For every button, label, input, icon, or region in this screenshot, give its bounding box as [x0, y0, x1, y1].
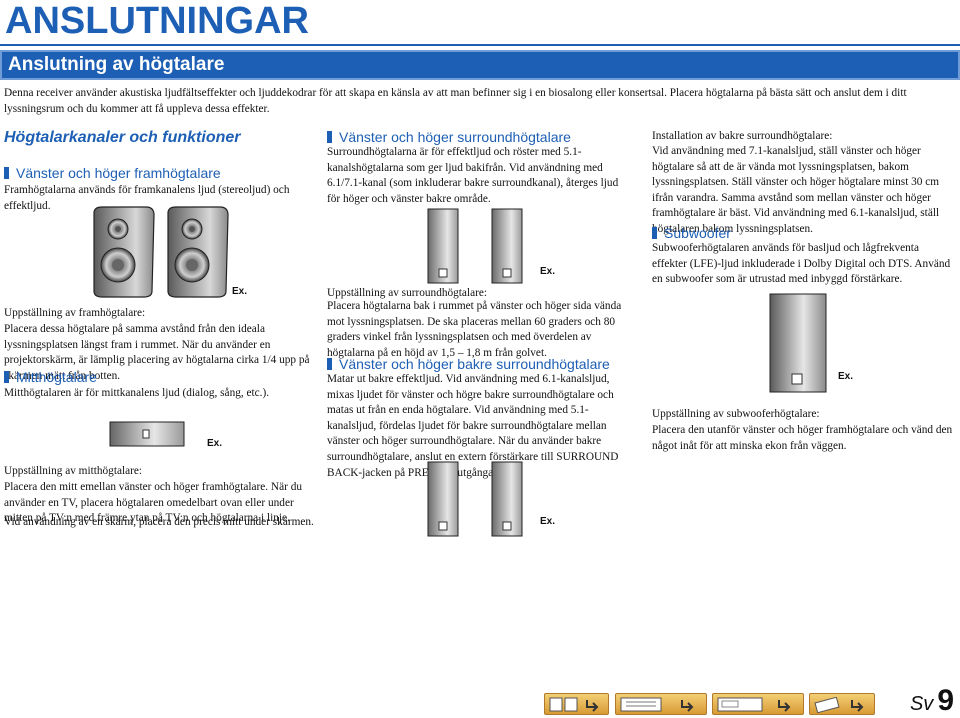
back-speakers-illustration [427, 461, 523, 537]
center-speaker-illustration [109, 421, 185, 447]
surround-speakers-heading: Vänster och höger surroundhögtalare [327, 129, 571, 145]
section-banner-title: Anslutning av högtalare [8, 54, 225, 75]
nav-button-remote[interactable] [615, 693, 707, 715]
subwoofer-illustration [769, 293, 827, 393]
center-screen-text: Vid användning av en skärm, placera den … [4, 516, 314, 528]
front-speakers-heading: Vänster och höger framhögtalare [4, 165, 221, 181]
title-rule [0, 44, 960, 46]
front-speakers-illustration [93, 206, 229, 298]
heading-bar-icon [4, 167, 9, 179]
subwoofer-ex-label: Ex. [838, 371, 854, 382]
center-speaker-ex-label: Ex. [207, 438, 223, 449]
surround-speakers-illustration [427, 208, 523, 284]
surround-speakers-ex-label: Ex. [540, 266, 556, 277]
heading-bar-icon [4, 371, 9, 383]
receiver-front-nav-icon [717, 697, 791, 712]
front-speakers-ex-label: Ex. [232, 286, 248, 297]
nav-button-document[interactable] [544, 693, 609, 715]
surround-setup-text: Placera högtalarna bak i rummet på vänst… [327, 300, 622, 359]
center-speaker-heading: Mitthögtalare [4, 369, 97, 385]
back-speakers-ex-label: Ex. [540, 516, 556, 527]
surround-speakers-body: Surroundhögtalarna är för effektljud och… [327, 146, 619, 205]
back-install-label: Installation av bakre surroundhögtalare: [652, 130, 833, 142]
heading-bar-icon [327, 131, 332, 143]
page-title: ANSLUTNINGAR [5, 0, 309, 42]
nav-button-receiver-front[interactable] [712, 693, 804, 715]
page-number-value: 9 [937, 684, 954, 717]
intro-paragraph: Denna receiver använder akustiska ljudfä… [4, 87, 907, 115]
nav-button-remote-control[interactable] [809, 693, 875, 715]
subwoofer-setup-label: Uppställning av subwooferhögtalare: [652, 408, 820, 420]
document-nav-icon [549, 697, 599, 712]
remote-control-nav-icon [814, 697, 864, 713]
subwoofer-body: Subwooferhögtalaren används för basljud … [652, 242, 951, 286]
back-speakers-heading: Vänster och höger bakre surroundhögtalar… [327, 356, 610, 372]
subwoofer-setup-text: Placera den utanför vänster och höger fr… [652, 424, 953, 452]
front-setup-label: Uppställning av framhögtalare: [4, 307, 146, 319]
heading-bar-icon [652, 227, 657, 239]
center-speaker-body: Mitthögtalaren är för mittkanalens ljud … [4, 387, 270, 399]
surround-setup-label: Uppställning av surroundhögtalare: [327, 287, 488, 299]
section-banner: Anslutning av högtalare [0, 50, 960, 80]
front-speakers-body: Framhögtalarna används för framkanalens … [4, 184, 290, 212]
channels-heading: Högtalarkanaler och funktioner [4, 129, 241, 146]
center-setup-text: Placera den mitt emellan vänster och hög… [4, 481, 302, 525]
front-setup-text: Placera dessa högtalare på samma avstånd… [4, 323, 310, 382]
center-setup-label: Uppställning av mitthögtalare: [4, 465, 143, 477]
back-install-text: Vid användning med 7.1-kanalsljud, ställ… [652, 145, 940, 235]
heading-bar-icon [327, 358, 332, 370]
back-speakers-body: Matar ut bakre effektljud. Vid användnin… [327, 373, 619, 479]
subwoofer-heading: Subwoofer [652, 225, 731, 241]
language-code: Sv [909, 693, 934, 715]
remote-nav-icon [620, 697, 694, 712]
